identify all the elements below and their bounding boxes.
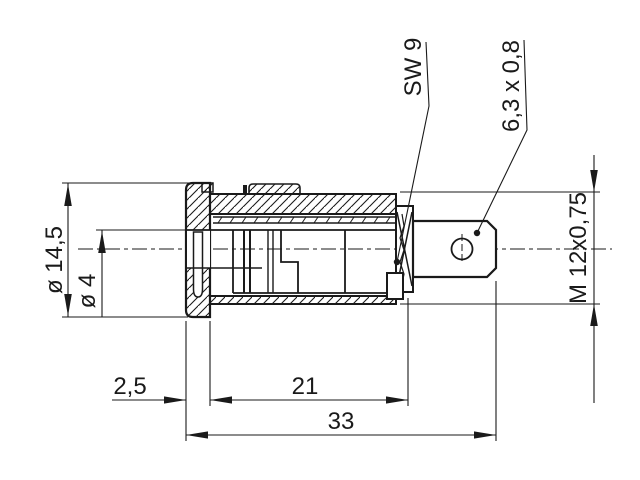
threaded-bushing-section	[209, 183, 397, 305]
flange-section	[184, 181, 214, 319]
dimension-dia-4: ø 4	[74, 229, 186, 317]
dimension-dia-14-5: ø 14,5	[41, 182, 208, 318]
dimension-flange-width: 2,5	[112, 321, 211, 441]
socket-cavity	[186, 229, 396, 294]
leader-hex-width: SW 9	[393, 38, 430, 266]
label-flange-width: 2,5	[113, 373, 146, 400]
dimension-bushing-length: 21	[210, 298, 409, 406]
label-dia-hole: ø 4	[74, 274, 101, 309]
label-tab-size: 6,3 x 0,8	[498, 40, 525, 132]
label-total-length: 33	[328, 408, 355, 435]
hex-nut-section	[386, 205, 414, 300]
leader-tab-size: 6,3 x 0,8	[473, 40, 528, 237]
label-dia-body: ø 14,5	[41, 226, 68, 294]
contact-sleeve	[213, 216, 396, 224]
flat-tab-terminal	[411, 219, 498, 279]
dimension-total-length: 33	[186, 281, 497, 441]
dimension-thread: M 12x0,75	[400, 155, 600, 403]
label-thread: M 12x0,75	[565, 192, 592, 304]
label-bushing-length: 21	[292, 373, 319, 400]
flange-slot	[192, 231, 204, 298]
label-hex-width: SW 9	[400, 38, 427, 97]
